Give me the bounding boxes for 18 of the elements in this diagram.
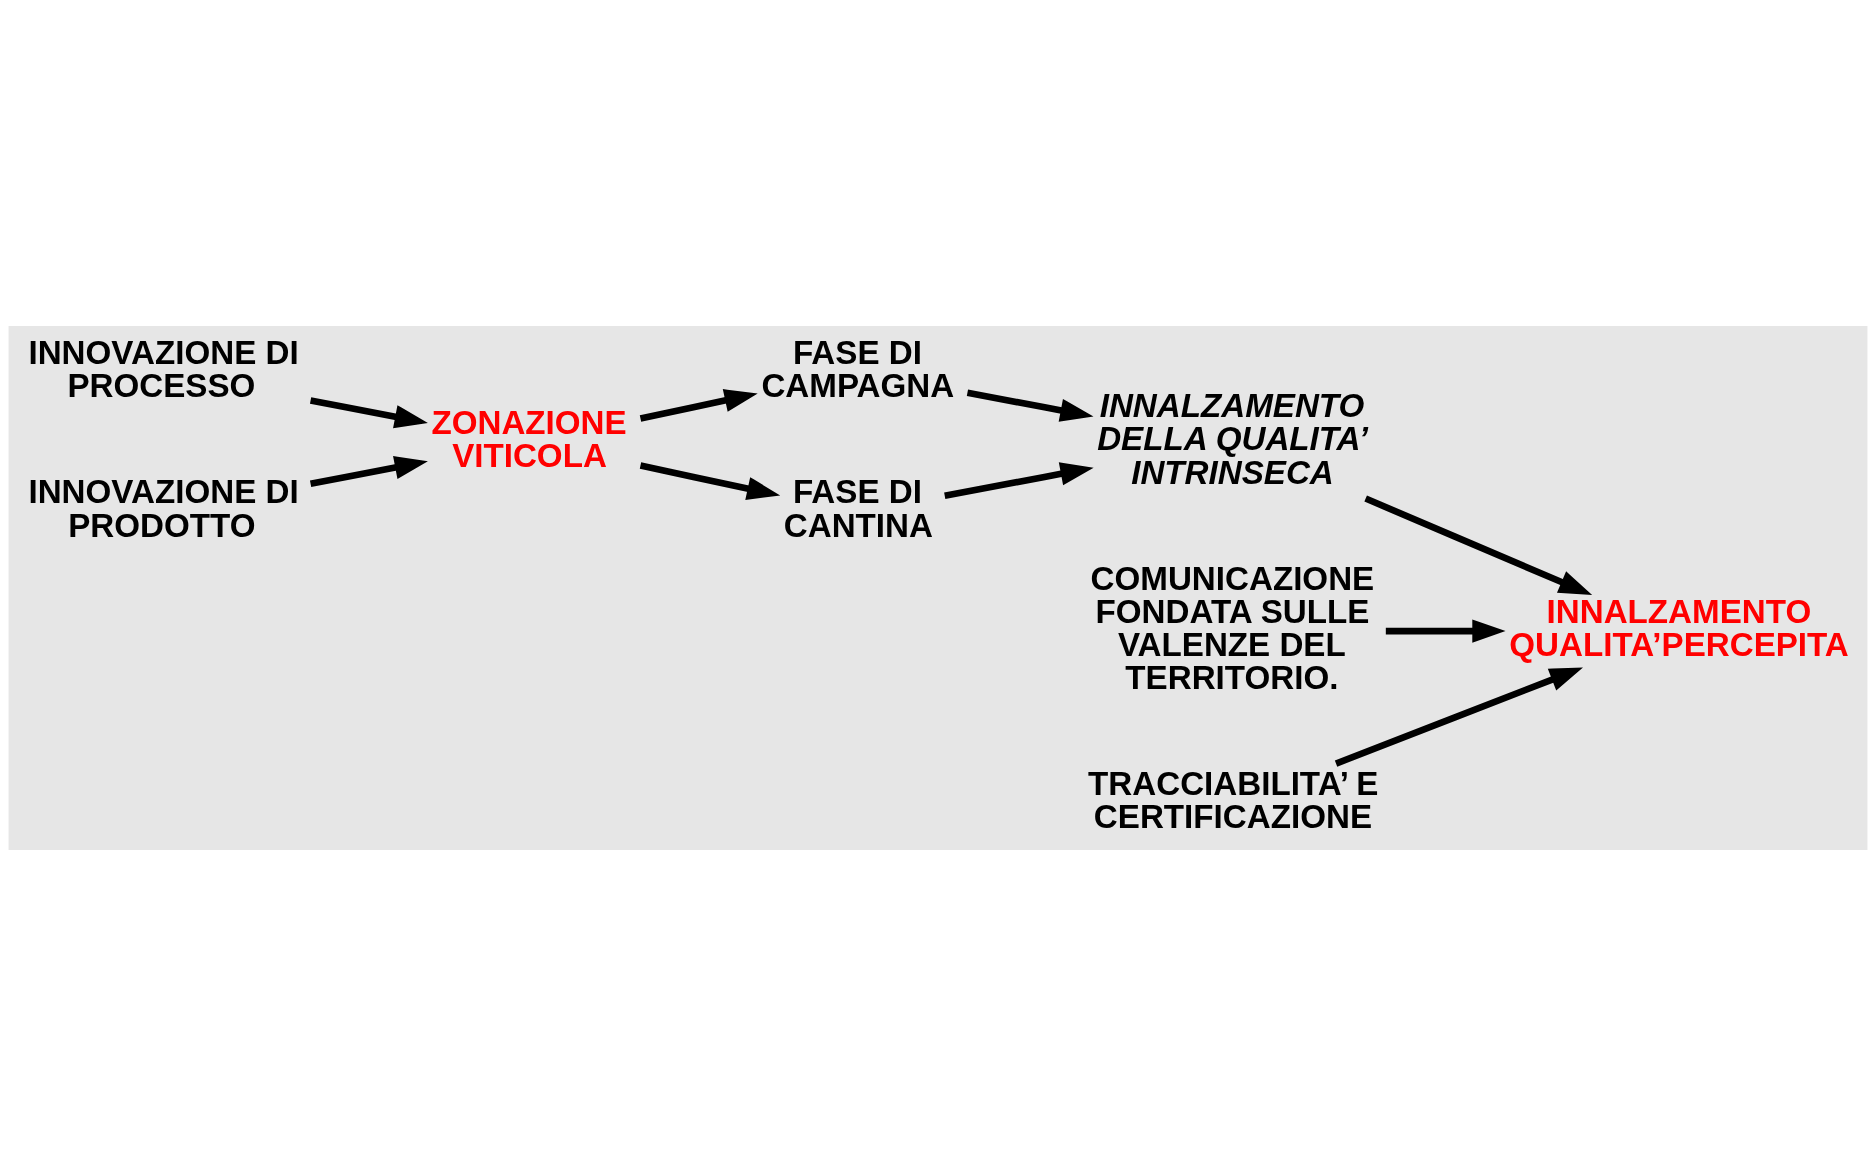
arrow [966,389,1094,422]
node-text: INNOVAZIONE DI PRODOTTO [28,472,299,544]
node-text: TRACCIABILITA’ E CERTIFICAZIONE [1088,764,1379,835]
node-text: COMUNICAZIONE FONDATA SULLE VALENZE DEL TERRITORIO. [1090,559,1375,696]
node-text: INNOVAZIONE DI PROCESSO [28,333,299,404]
arrow [309,455,428,487]
arrow [1364,495,1593,595]
arrow [1385,618,1506,643]
node-text: FASE DI CAMPAGNA [761,333,955,404]
arrow [309,396,428,428]
node-text: INNALZAMENTO QUALITA’PERCEPITA [1509,592,1849,663]
arrow [639,461,781,500]
node-text: ZONAZIONE VITICOLA [431,403,627,474]
node-text: INNALZAMENTO DELLA QUALITA’ INTRINSECA [1097,386,1368,491]
arrow [1334,667,1583,767]
arrow [944,461,1094,499]
arrow [639,388,758,422]
node-text: FASE DI CANTINA [783,472,933,544]
